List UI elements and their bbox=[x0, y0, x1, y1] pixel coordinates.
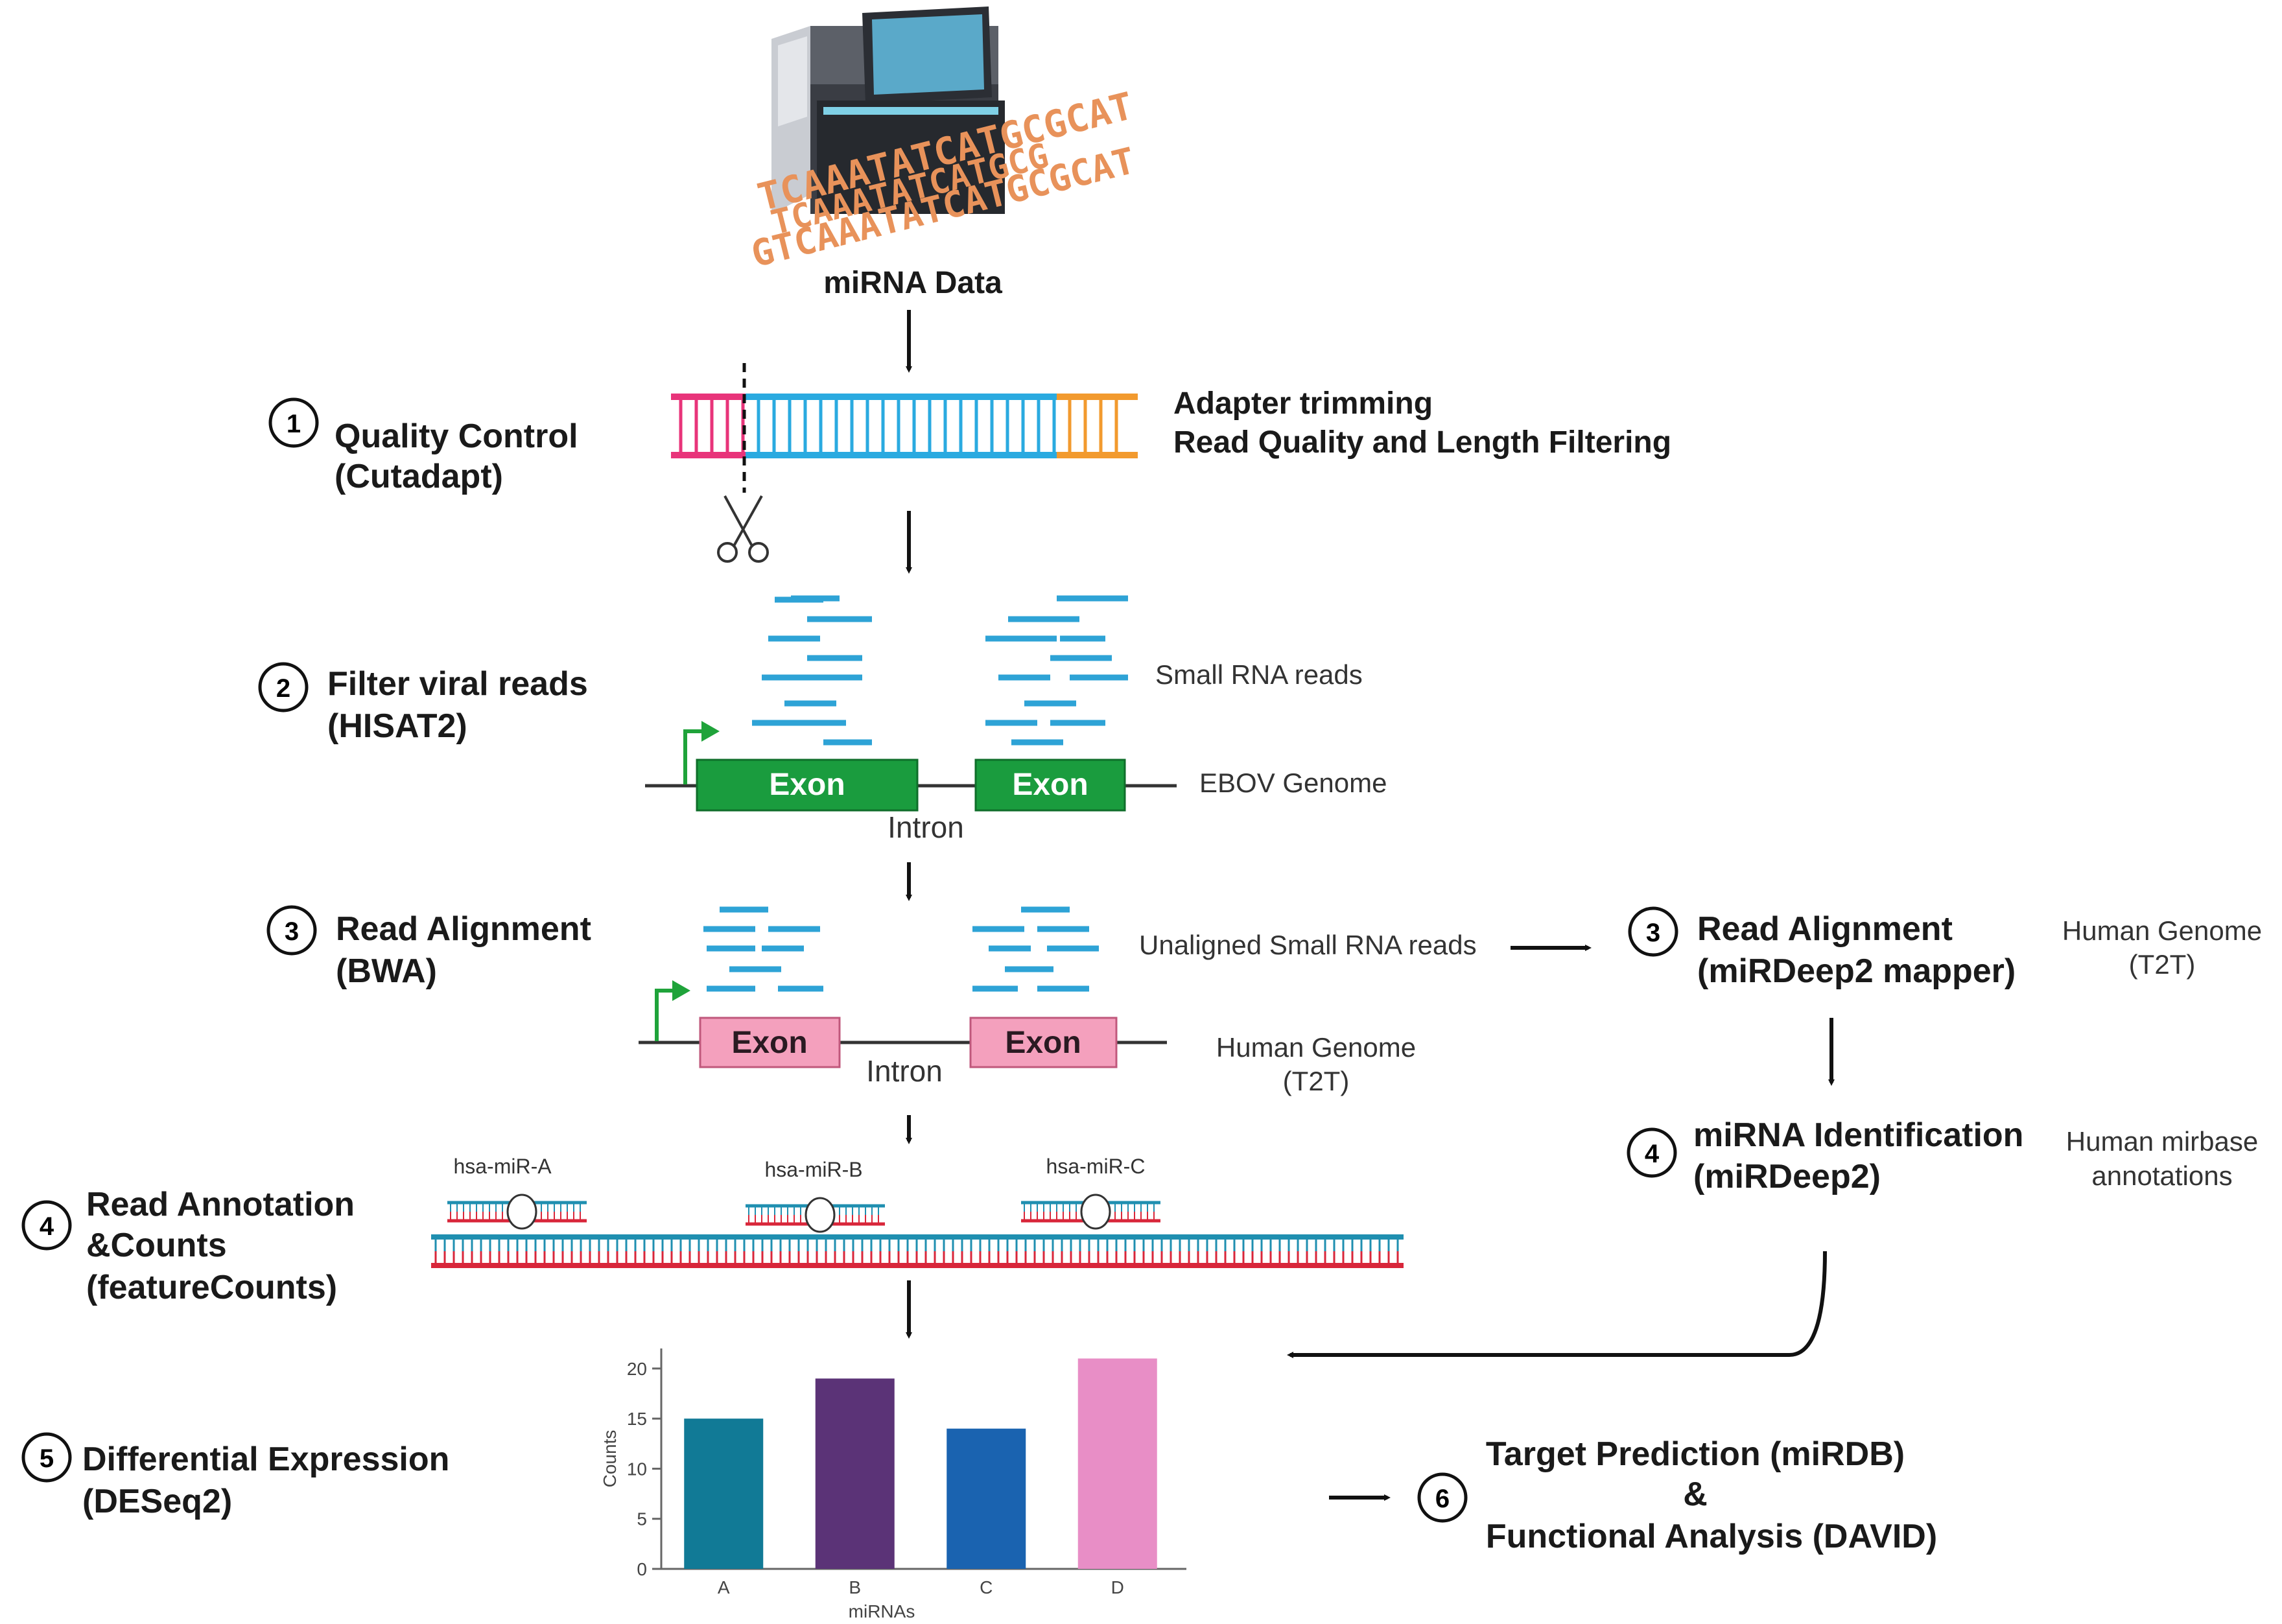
step-identification: 4 miRNA Identification (miRDeep2) bbox=[1627, 1116, 2023, 1195]
svg-text:Differential Expression: Differential Expression bbox=[82, 1441, 449, 1478]
y-tick-label: 10 bbox=[627, 1459, 647, 1479]
source-label: miRNA Data bbox=[823, 266, 1002, 300]
sequencer-icon bbox=[771, 6, 1005, 214]
y-axis-label: Counts bbox=[600, 1430, 620, 1488]
svg-text:3: 3 bbox=[285, 917, 299, 946]
svg-text:(HISAT2): (HISAT2) bbox=[327, 707, 467, 745]
svg-text:Quality Control: Quality Control bbox=[335, 418, 578, 455]
y-tick-label: 20 bbox=[627, 1359, 647, 1379]
svg-text:Filter viral reads: Filter viral reads bbox=[327, 665, 588, 703]
x-tick-label: A bbox=[718, 1577, 730, 1597]
ebov-genome-label: EBOV Genome bbox=[1199, 768, 1387, 798]
svg-text:(Cutadapt): (Cutadapt) bbox=[335, 458, 503, 495]
step-target: 6 Target Prediction (miRDB) & Functional… bbox=[1417, 1435, 1937, 1555]
mirna-label-a: hsa-miR-A bbox=[453, 1155, 552, 1178]
x-tick-label: C bbox=[980, 1577, 993, 1597]
hairpin-0 bbox=[447, 1194, 587, 1230]
bar-B bbox=[815, 1378, 895, 1569]
qc-note-2: Read Quality and Length Filtering bbox=[1173, 425, 1671, 460]
step-viral: 2 Filter viral reads (HISAT2) bbox=[258, 662, 588, 745]
svg-text:2: 2 bbox=[276, 674, 290, 703]
svg-text:Read Annotation: Read Annotation bbox=[86, 1186, 355, 1223]
flow-arrows bbox=[906, 310, 1835, 1501]
svg-text:(BWA): (BWA) bbox=[336, 952, 437, 990]
adapter-dna-ladder bbox=[671, 363, 1138, 493]
svg-text:&: & bbox=[1683, 1476, 1708, 1513]
qc-note-1: Adapter trimming bbox=[1173, 386, 1433, 421]
exon-label-1: Exon bbox=[769, 768, 845, 802]
svg-text:(DESeq2): (DESeq2) bbox=[82, 1483, 232, 1520]
ebov-genome: Exon Exon Intron bbox=[645, 721, 1177, 844]
step-de: 5 Differential Expression (DESeq2) bbox=[21, 1432, 449, 1520]
bar-C bbox=[947, 1428, 1026, 1569]
y-tick-label: 5 bbox=[637, 1509, 647, 1529]
svg-text:6: 6 bbox=[1435, 1485, 1450, 1513]
unaligned-reads bbox=[703, 906, 1099, 992]
small-rna-reads bbox=[752, 595, 1128, 746]
svg-text:Read Alignment: Read Alignment bbox=[336, 910, 591, 948]
mirna-label-b: hsa-miR-B bbox=[764, 1158, 862, 1181]
scissors-icon bbox=[717, 495, 769, 563]
x-tick-label: D bbox=[1111, 1577, 1124, 1597]
intron-label: Intron bbox=[888, 810, 964, 844]
svg-text:(featureCounts): (featureCounts) bbox=[86, 1269, 337, 1306]
svg-text:&Counts: &Counts bbox=[86, 1227, 227, 1264]
mirna-label-c: hsa-miR-C bbox=[1046, 1155, 1146, 1178]
exon-label-2: Exon bbox=[1012, 768, 1088, 802]
step-qc: 1 Quality Control (Cutadapt) bbox=[268, 397, 578, 495]
intron-label-2: Intron bbox=[866, 1054, 943, 1088]
identification-note-1: Human mirbase bbox=[2066, 1126, 2258, 1157]
svg-text:(miRDeep2 mapper): (miRDeep2 mapper) bbox=[1697, 952, 2016, 990]
svg-text:1: 1 bbox=[287, 410, 301, 438]
step-align-mirdeep: 3 Read Alignment (miRDeep2 mapper) bbox=[1628, 906, 2016, 990]
hairpin-2 bbox=[1021, 1194, 1160, 1230]
svg-text:(miRDeep2): (miRDeep2) bbox=[1693, 1158, 1881, 1195]
svg-text:3: 3 bbox=[1646, 919, 1660, 947]
small-rna-reads-label: Small RNA reads bbox=[1155, 659, 1363, 690]
bar-A bbox=[684, 1418, 764, 1569]
svg-text:Functional Analysis (DAVID): Functional Analysis (DAVID) bbox=[1486, 1518, 1937, 1555]
svg-text:5: 5 bbox=[40, 1444, 54, 1473]
y-tick-label: 0 bbox=[637, 1559, 647, 1579]
hairpin-1 bbox=[746, 1197, 885, 1233]
svg-text:4: 4 bbox=[40, 1212, 54, 1241]
exon-label-4: Exon bbox=[1005, 1026, 1081, 1060]
unaligned-reads-label: Unaligned Small RNA reads bbox=[1139, 930, 1477, 960]
svg-text:4: 4 bbox=[1645, 1140, 1660, 1168]
mirna-hairpins bbox=[447, 1194, 1160, 1233]
exon-label-3: Exon bbox=[731, 1026, 807, 1060]
step-annotation: 4 Read Annotation &Counts (featureCounts… bbox=[21, 1186, 355, 1306]
x-axis-label: miRNAs bbox=[849, 1601, 915, 1621]
x-tick-label: B bbox=[849, 1577, 861, 1597]
svg-text:Read Alignment: Read Alignment bbox=[1697, 910, 1953, 948]
y-tick-label: 15 bbox=[627, 1409, 647, 1429]
svg-text:miRNA Identification: miRNA Identification bbox=[1693, 1116, 2023, 1154]
annotation-genome-strand bbox=[431, 1234, 1404, 1268]
step-align-bwa: 3 Read Alignment (BWA) bbox=[266, 905, 591, 990]
identification-note-2: annotations bbox=[2091, 1160, 2232, 1191]
svg-text:Target Prediction (miRDB): Target Prediction (miRDB) bbox=[1486, 1435, 1905, 1473]
human-genome-label-2: (T2T) bbox=[1283, 1066, 1350, 1096]
bar-D bbox=[1077, 1358, 1157, 1569]
mirdeep-genome-label-2: (T2T) bbox=[2129, 949, 2196, 980]
mirdeep-genome-label-1: Human Genome bbox=[2062, 915, 2262, 946]
human-genome: Exon Exon Intron bbox=[639, 980, 1167, 1088]
human-genome-label-1: Human Genome bbox=[1216, 1032, 1416, 1063]
